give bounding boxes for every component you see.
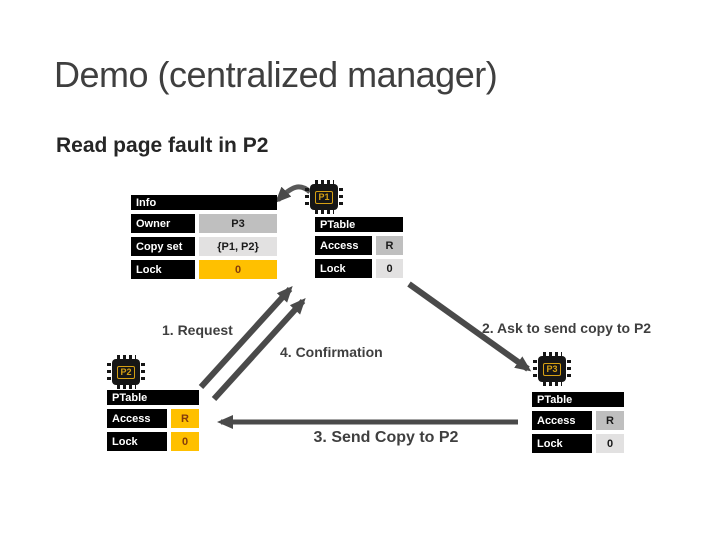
chip-pins-icon — [339, 188, 343, 207]
slide-subtitle: Read page fault in P2 — [56, 134, 269, 157]
p2-row-access-value: R — [171, 409, 199, 428]
chip-body: P2 — [112, 359, 140, 385]
p2-row-lock-value: 0 — [171, 432, 199, 451]
p2-row-lock-label: Lock — [107, 432, 167, 451]
chip-pins-icon — [533, 360, 537, 379]
p3-row-access-value: R — [596, 411, 624, 430]
p1-row-access-value: R — [376, 236, 403, 255]
chip-pins-icon — [315, 210, 334, 214]
arrow-confirmation-icon — [211, 298, 306, 402]
p1-ptable: PTable Access R Lock 0 — [315, 217, 403, 278]
p2-ptable-header: PTable — [107, 390, 199, 405]
info-row-owner-value: P3 — [199, 214, 277, 233]
p1-row-lock-value: 0 — [376, 259, 403, 278]
cpu-chip-icon-p3: P3 — [533, 351, 571, 387]
chip-pins-icon — [543, 352, 562, 356]
step-label-confirmation: 4. Confirmation — [280, 344, 383, 360]
p1-row-access-label: Access — [315, 236, 372, 255]
manager-info-table: Info Owner P3 Copy set {P1, P2} Lock 0 — [131, 195, 277, 279]
chip-pins-icon — [315, 180, 334, 184]
chip-body: P3 — [538, 356, 566, 382]
chip-pins-icon — [567, 360, 571, 379]
step-label-ask-send-copy: 2. Ask to send copy to P2 — [482, 320, 652, 336]
info-row-copyset-label: Copy set — [131, 237, 195, 256]
chip-pins-icon — [543, 382, 562, 386]
info-row-lock-label: Lock — [131, 260, 195, 279]
chip-label-p2: P2 — [117, 365, 135, 379]
info-row-owner-label: Owner — [131, 214, 195, 233]
chip-pins-icon — [141, 363, 145, 382]
info-table-header: Info — [131, 195, 277, 210]
p3-ptable-header: PTable — [532, 392, 624, 407]
chip-label-p3: P3 — [543, 362, 561, 376]
cpu-chip-icon-p1: P1 — [305, 179, 343, 215]
step-label-send-copy: 3. Send Copy to P2 — [313, 429, 459, 446]
chip-label-p1: P1 — [315, 190, 333, 204]
p3-row-access-label: Access — [532, 411, 592, 430]
p1-row-lock-label: Lock — [315, 259, 372, 278]
p2-ptable: PTable Access R Lock 0 — [107, 390, 199, 451]
chip-pins-icon — [305, 188, 309, 207]
arrow-ask-send-copy-icon — [407, 281, 532, 372]
info-row-lock-value: 0 — [199, 260, 277, 279]
p3-row-lock-value: 0 — [596, 434, 624, 453]
chip-body: P1 — [310, 184, 338, 210]
chip-pins-icon — [117, 385, 136, 389]
arrow-request-icon — [198, 286, 293, 390]
info-row-copyset-value: {P1, P2} — [199, 237, 277, 256]
chip-pins-icon — [117, 355, 136, 359]
p3-row-lock-label: Lock — [532, 434, 592, 453]
p2-row-access-label: Access — [107, 409, 167, 428]
p3-ptable: PTable Access R Lock 0 — [532, 392, 624, 453]
p1-ptable-header: PTable — [315, 217, 403, 232]
page-title: Demo (centralized manager) — [54, 54, 498, 95]
cpu-chip-icon-p2: P2 — [107, 354, 145, 390]
step-label-request: 1. Request — [162, 322, 233, 338]
chip-pins-icon — [107, 363, 111, 382]
